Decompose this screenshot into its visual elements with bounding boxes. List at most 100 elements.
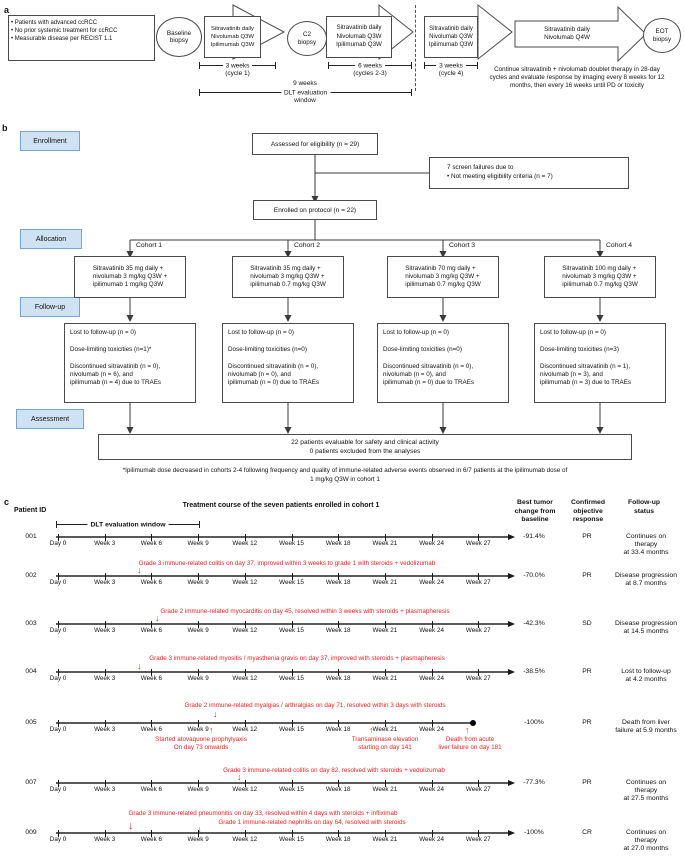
axis-tick (58, 572, 59, 580)
cycle4-sub: (cycle 4) (438, 70, 464, 77)
axis-tick (151, 572, 153, 580)
patient-id: 002 (25, 572, 37, 579)
axis-tick (151, 779, 153, 787)
cohort2-followup-box: Lost to follow-up (n = 0) Dose-limiting … (222, 323, 354, 403)
axis-tick (244, 779, 246, 787)
event-arrow-down-icon (237, 773, 242, 781)
block-arrow-icon (477, 3, 513, 61)
patient-id: 009 (25, 829, 37, 836)
axis-tick (244, 668, 246, 676)
axis-tick-label: Week 9 (187, 786, 209, 793)
objective-response: PR (582, 668, 592, 675)
screen-failures-box: 7 screen failures due to • Not meeting e… (429, 157, 629, 189)
column-header-change: Best tumor change from baseline (514, 499, 556, 523)
axis-tick (198, 668, 200, 676)
cohort3-regimen: Sitravatinib 70 mg daily + nivolumab 3 m… (405, 265, 481, 288)
axis-tick (198, 779, 200, 787)
stage-enrollment: Enrollment (20, 131, 80, 151)
axis-tick-label: Week 15 (279, 675, 304, 682)
axis-tick-label: Week 15 (279, 726, 304, 733)
axis-tick (291, 572, 293, 580)
axis-tick-label: Week 3 (94, 675, 116, 682)
axis-tick (58, 779, 59, 787)
axis-tick (478, 620, 480, 628)
axis-tick (104, 572, 106, 580)
cycles23-sub: (cycles 2-3) (353, 70, 387, 77)
axis-tick-label: Week 9 (187, 540, 209, 547)
followup-status: Death from liver failure at 5.9 months (615, 719, 677, 734)
followup-status: Continues on therapy at 27.5 months (623, 779, 669, 802)
axis-tick (104, 779, 106, 787)
cohort3-regimen-box: Sitravatinib 70 mg daily + nivolumab 3 m… (387, 256, 499, 298)
cohort1-regimen: Sitravatinib 35 mg daily + nivolumab 3 m… (92, 265, 168, 288)
axis-tick-label: Day 0 (49, 836, 67, 843)
adverse-event-label: Grade 2 immune-related myocarditis on da… (160, 608, 450, 615)
axis-tick-label: Week 3 (94, 540, 116, 547)
followup-status: Disease progression at 14.5 months (615, 620, 677, 635)
cohort4-label: Cohort 4 (606, 242, 633, 249)
axis-tick (431, 719, 433, 727)
axis-tick-label: Week 21 (372, 726, 398, 733)
best-tumor-change: -42.3% (523, 620, 545, 627)
axis-tick-label: Week 6 (140, 579, 163, 586)
axis-tick (104, 533, 106, 541)
arrowhead-icon (126, 196, 604, 434)
dlt-duration: 9 weeks (293, 80, 317, 87)
adverse-event-label: Grade 3 immune-related pneumonitis on da… (128, 810, 398, 817)
cycle4-bracket: 3 weeks (424, 62, 478, 69)
axis-tick-label: Week 6 (140, 627, 163, 634)
treatment1-box: Sitravatinib daily Nivolumab Q3W Ipilimu… (204, 16, 261, 58)
cycles23-duration: 6 weeks (355, 62, 385, 69)
axis-tick (338, 533, 340, 541)
criteria-item: • Measurable disease per RECIST 1.1 (11, 36, 113, 42)
axis-tick (151, 829, 153, 837)
continue-note: Continue sitravatinib + nivolumab double… (489, 66, 665, 90)
followup-status: Continues on therapy at 27.0 months (623, 829, 669, 852)
column-header-status: Follow-up status (627, 499, 661, 515)
axis-arrowhead-icon (508, 620, 515, 627)
event-note-label: Started atovaquone prophylyaxis On day 7… (155, 736, 247, 751)
cohort1-label: Cohort 1 (136, 242, 163, 249)
footnote: *Ipilimumab dose decreased in cohorts 2-… (122, 467, 568, 483)
axis-tick (384, 668, 386, 676)
axis-tick-label: Week 21 (372, 836, 398, 843)
axis-tick (58, 829, 59, 837)
axis-tick-label: Week 18 (325, 786, 351, 793)
cohort2-label: Cohort 2 (294, 242, 321, 249)
axis-arrowhead-icon (508, 533, 515, 540)
adverse-event-label: Grade 3 immune-related myositis / myasth… (149, 655, 445, 662)
axis-arrowhead-icon (508, 668, 515, 675)
axis-tick (198, 829, 200, 837)
cycle4-duration: 3 weeks (436, 62, 466, 69)
axis-tick (58, 620, 59, 628)
axis-tick-label: Week 3 (94, 726, 116, 733)
objective-response: PR (582, 572, 592, 579)
assessment-summary-box: 22 patients evaluable for safety and cli… (98, 434, 632, 460)
axis-tick-label: Week 15 (279, 540, 304, 547)
axis-tick-label: Day 0 (49, 726, 67, 733)
axis-tick-label: Week 24 (419, 627, 444, 634)
baseline-biopsy-node: Baseline biopsy (156, 17, 202, 57)
axis-tick-label: Week 18 (325, 726, 351, 733)
axis-tick-label: Week 12 (232, 579, 258, 586)
axis-tick-label: Day 0 (49, 579, 67, 586)
cohort3-followup-box: Lost to follow-up (n = 0) Dose-limiting … (377, 323, 509, 403)
patient-id: 004 (25, 668, 37, 675)
axis-tick-label: Week 12 (232, 786, 258, 793)
objective-response: SD (582, 620, 592, 627)
stage-allocation: Allocation (20, 229, 82, 249)
axis-tick-label: Week 3 (94, 627, 116, 634)
axis-tick (338, 572, 340, 580)
panel-c-label: c (4, 497, 10, 507)
axis-tick (291, 719, 293, 727)
axis-tick-label: Day 0 (49, 675, 67, 682)
axis-tick (104, 719, 106, 727)
axis-tick-label: Week 21 (372, 540, 398, 547)
death-dot-icon (470, 720, 476, 726)
axis-tick (431, 620, 433, 628)
adverse-event-label: Grade 1 immune-related nephritis on day … (218, 819, 406, 826)
